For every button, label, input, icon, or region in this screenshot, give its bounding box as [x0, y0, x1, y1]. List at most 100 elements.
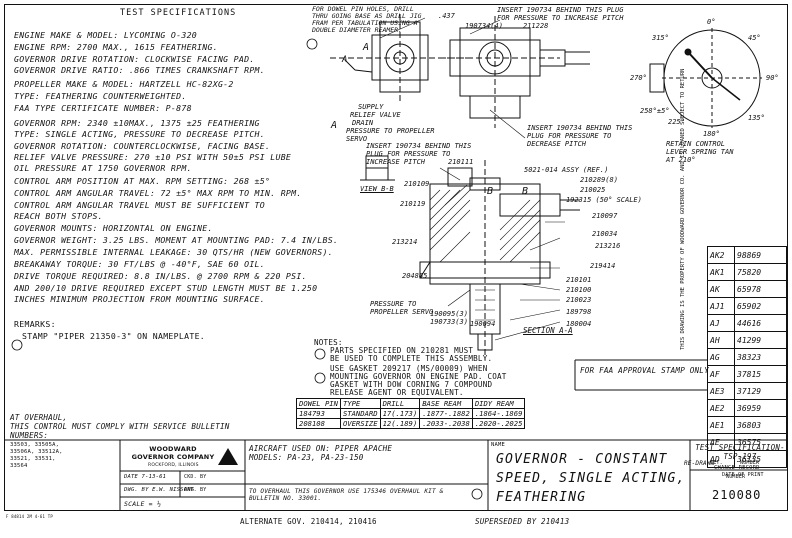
- part-210109: 210109: [404, 180, 430, 188]
- drill-table-header: DOWEL PIN TYPE DRILL BASE REAM DIDY REAM: [296, 398, 526, 409]
- section-letter-b1: B: [487, 186, 494, 197]
- spec-line: OIL PRESSURE AT 1750 GOVERNOR RPM.: [14, 163, 192, 173]
- drill-table-row: 184793 STANDARD 17(.173) .1877-.1882 .18…: [296, 408, 526, 419]
- part-210119: 210119: [400, 200, 426, 208]
- change-letter: AK2: [707, 246, 735, 264]
- spec-line: MAX. PERMISSIBLE INTERNAL LEAKAGE: 30 QT…: [14, 247, 333, 257]
- top-view: A: [330, 14, 470, 102]
- part-211228: 211228: [523, 22, 549, 30]
- dial-270: 270°: [630, 74, 647, 82]
- control-dial: [649, 28, 762, 128]
- part-190734: 190734(4): [465, 22, 503, 30]
- overhaul-line-2: THIS CONTROL MUST COMPLY WITH SERVICE BU…: [10, 422, 230, 431]
- section-aa-drawing: [419, 160, 580, 360]
- drill-cell: .2033-.2038: [419, 418, 473, 429]
- section-letter-a1: A: [363, 42, 370, 53]
- name-label: NAME: [491, 442, 506, 448]
- part-210023: 210023: [566, 296, 592, 304]
- change-record-title: CHANGE RECORD: [714, 465, 760, 471]
- date-field: DATE 7-13-61: [124, 474, 167, 480]
- change-letter: AJ1: [707, 297, 735, 315]
- part-210111: 210111: [448, 158, 474, 166]
- spec-line: INCHES MINIMUM PROJECTION FROM MOUNTING …: [14, 294, 266, 304]
- side-view: [440, 16, 590, 128]
- spec-line: GOVERNOR ROTATION: COUNTERCLOCKWISE, FAC…: [14, 141, 271, 151]
- drawing-frame: [4, 4, 788, 511]
- proprietary-notice: THIS DRAWING IS THE PROPERTY OF WOODWARD…: [680, 68, 686, 350]
- change-number: 65978: [734, 280, 787, 298]
- dial-135: 135°: [748, 114, 765, 122]
- note-line-2: BE USED TO COMPLETE THIS ASSEMBLY.: [330, 354, 493, 363]
- supply-label: SUPPLY: [358, 103, 384, 111]
- drill-cell: 17(.173): [379, 408, 421, 419]
- drawing-number: 210080: [712, 488, 762, 502]
- spec-line: REACH BOTH STOPS.: [14, 211, 103, 221]
- change-number: 36135: [734, 450, 787, 468]
- part-210034: 210034: [592, 230, 618, 238]
- redrawn-label: RE-DRAWN: [684, 460, 715, 467]
- scale-field: SCALE = ½: [124, 500, 162, 508]
- dial-180: 180°: [703, 130, 720, 138]
- relief-label: RELIEF VALVE: [350, 111, 401, 119]
- spec-line: DRIVE TORQUE REQUIRED: 8.8 IN/LBS. @ 270…: [14, 271, 307, 281]
- drill-cell: .1877-.1882: [419, 408, 473, 419]
- change-number: 98869: [734, 246, 787, 264]
- spec-line: CONTROL ARM ANGULAR TRAVEL MUST BE SUFFI…: [14, 200, 266, 210]
- sb-number: 33521, 33531,: [10, 456, 56, 462]
- aircraft-used-on: AIRCRAFT USED ON: PIPER APACHE: [249, 444, 393, 453]
- part-210025: 210025: [580, 186, 606, 194]
- spec-line: TYPE: FEATHERING COUNTERWEIGHTED.: [14, 91, 187, 101]
- change-letter: AE3: [707, 382, 735, 400]
- drill-cell: .2020-.2025: [471, 418, 526, 429]
- overhaul-numbers-label: NUMBERS:: [10, 431, 49, 440]
- part-190733: 190733(3): [430, 318, 468, 326]
- sb-number: 33564: [10, 463, 28, 469]
- change-number: 37129: [734, 382, 787, 400]
- dial-315: 315°: [652, 34, 669, 42]
- drill-header-drill: DRILL: [379, 398, 421, 409]
- spec-line: BREAKAWAY TORQUE: 30 FT/LBS @ -40°F, SAE…: [14, 259, 266, 269]
- spec-line: TYPE: SINGLE ACTING, PRESSURE TO DECREAS…: [14, 129, 266, 139]
- section-letter-a2: A: [331, 120, 338, 131]
- drill-header-dowel-pin: DOWEL PIN: [296, 398, 341, 409]
- drill-cell: 12(.189): [379, 418, 421, 429]
- note-line-5: GASKET WITH DOW CORNING 7 COMPOUND: [330, 380, 493, 389]
- test-spec-number: TEST SPECIFICATION- TSP-197: [695, 443, 785, 461]
- woodward-logo: [218, 448, 238, 465]
- dial-45: 45°: [748, 34, 761, 42]
- change-number: 41299: [734, 331, 787, 349]
- insert-note-c: INSERT 190734 BEHIND THIS PLUG FOR PRESS…: [366, 142, 472, 166]
- note-line-4: MOUNTING GOVERNOR ON ENGINE PAD. COAT: [330, 372, 507, 381]
- change-letter: AJ: [707, 314, 735, 332]
- date-of-print-label: DATE OF PRINT: [722, 472, 764, 478]
- overhaul-kit-note: TO OVERHAUL THIS GOVERNOR USE 175346 OVE…: [249, 488, 444, 502]
- aircraft-models: MODELS: PA-23, PA-23-150: [249, 453, 364, 462]
- spec-line: GOVERNOR WEIGHT: 3.25 LBS. MOMENT AT MOU…: [14, 235, 339, 245]
- drill-cell: 208108: [296, 418, 341, 429]
- change-letter: AE2: [707, 399, 735, 417]
- part-210100: 210100: [566, 286, 592, 294]
- part-213216: 213216: [595, 242, 621, 250]
- part-190094: 190094: [470, 320, 496, 328]
- leader-lines: [379, 17, 565, 341]
- change-letter: AG: [707, 348, 735, 366]
- alternate-gov: ALTERNATE GOV. 210414, 210416: [240, 517, 377, 526]
- part-189798: 189798: [566, 308, 592, 316]
- note-line-1: PARTS SPECIFIED ON 210281 MUST: [330, 346, 474, 355]
- form-number: F 84814 2M 4-61 TP: [6, 514, 53, 519]
- part-5021: 5021-014 ASSY (REF.): [524, 166, 609, 174]
- spec-line: FAA TYPE CERTIFICATE NUMBER: P-878: [14, 103, 192, 113]
- part-210097: 210097: [592, 212, 618, 220]
- section-letter-b2: B: [522, 186, 529, 197]
- dial-225: 225°: [668, 118, 685, 126]
- drill-cell: 184793: [296, 408, 341, 419]
- part-190095: 190095(3): [430, 310, 468, 318]
- dial-0: 0°: [707, 18, 716, 26]
- change-letter: AK1: [707, 263, 735, 281]
